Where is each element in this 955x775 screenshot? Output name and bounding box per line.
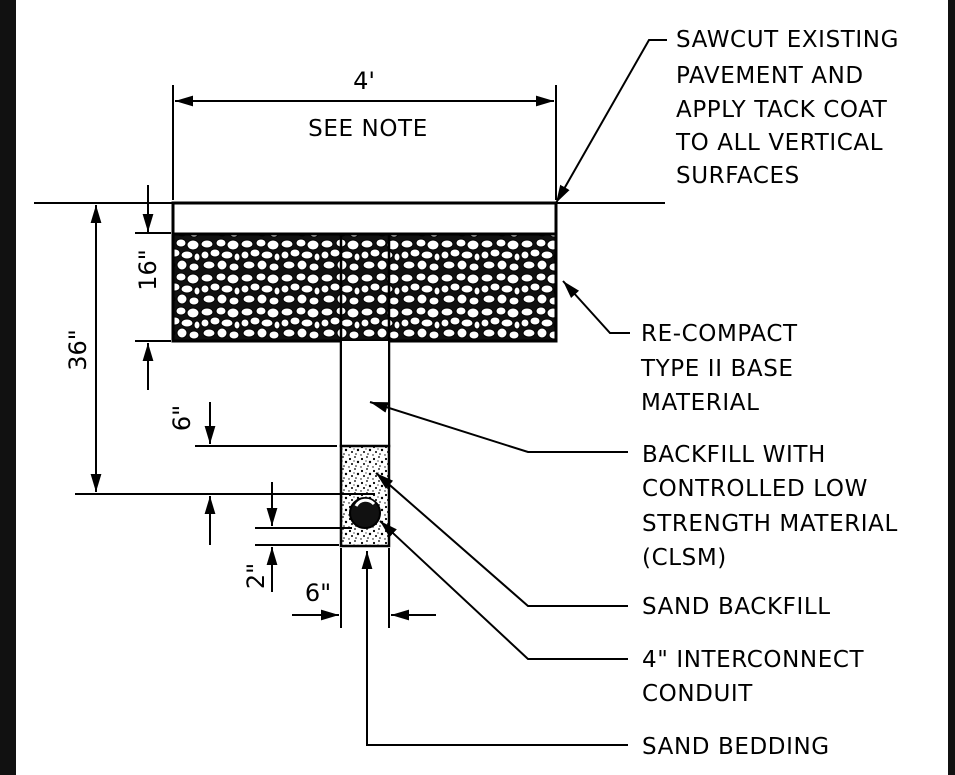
conduit-line-2: CONDUIT — [642, 681, 753, 707]
recompact-line-2: TYPE II BASE — [640, 356, 794, 382]
dim-bedding-depth: 2" — [242, 563, 270, 589]
dim-trench-width: 4' — [353, 67, 375, 95]
callout-sand-backfill: SAND BACKFILL — [642, 594, 831, 620]
sawcut-line-3: APPLY TACK COAT — [676, 97, 888, 123]
sawcut-line-1: SAWCUT EXISTING — [676, 27, 899, 53]
leader-recompact — [562, 280, 630, 334]
pavement-layer — [171, 201, 558, 236]
leader-sand-bedding — [361, 551, 628, 746]
base-material-gravel — [171, 232, 558, 343]
leader-backfill — [369, 401, 628, 453]
conduit-highlight — [354, 498, 376, 507]
callout-sand-bedding: SAND BEDDING — [642, 734, 830, 760]
see-note-label: SEE NOTE — [308, 116, 428, 142]
dim-base-depth: 16" — [134, 249, 162, 291]
conduit-line-1: 4" INTERCONNECT — [642, 647, 864, 673]
backfill-line-1: BACKFILL WITH — [642, 442, 826, 468]
dim-total-depth: 36" — [64, 329, 92, 371]
sand-backfill-zone — [339, 444, 391, 548]
dim-trench-narrow-width: 6" — [305, 579, 331, 607]
callout-conduit: 4" INTERCONNECT CONDUIT — [642, 647, 864, 707]
backfill-line-3: STRENGTH MATERIAL — [642, 511, 898, 537]
sheet-border-right — [948, 0, 955, 775]
leader-sawcut — [555, 39, 667, 204]
sawcut-line-2: PAVEMENT AND — [676, 63, 864, 89]
callout-backfill: BACKFILL WITH CONTROLLED LOW STRENGTH MA… — [642, 442, 898, 571]
recompact-line-3: MATERIAL — [641, 390, 760, 416]
sawcut-line-4: TO ALL VERTICAL — [675, 130, 883, 156]
clsm-backfill-fill — [342, 341, 388, 445]
sawcut-line-5: SURFACES — [676, 163, 800, 189]
callout-sawcut: SAWCUT EXISTING PAVEMENT AND APPLY TACK … — [675, 27, 899, 189]
leader-sand-backfill — [375, 472, 628, 607]
interconnect-conduit — [349, 497, 381, 529]
callout-recompact: RE-COMPACT TYPE II BASE MATERIAL — [640, 321, 798, 416]
dim-sand-cover: 6" — [168, 405, 196, 431]
backfill-line-2: CONTROLLED LOW — [642, 476, 868, 502]
sheet-border-left — [0, 0, 16, 775]
backfill-line-4: (CLSM) — [642, 545, 727, 571]
recompact-line-1: RE-COMPACT — [641, 321, 798, 347]
leader-conduit — [379, 520, 628, 660]
